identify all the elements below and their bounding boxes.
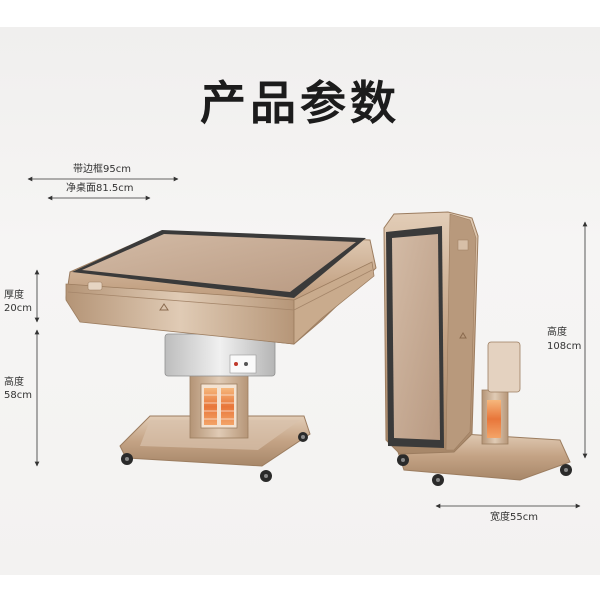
caster-wheel-icon — [397, 454, 572, 486]
thickness-label: 厚度 — [4, 290, 24, 301]
heater-element — [200, 383, 238, 429]
product-panel: 产品参数 — [0, 27, 600, 575]
folded-height-label: 高度 — [547, 327, 567, 338]
table-width-label: 净桌面81.5cm — [66, 183, 134, 194]
page-title: 产品参数 — [200, 76, 400, 130]
frame-width-label: 带边框95cm — [73, 164, 131, 175]
height-label: 高度 — [4, 377, 24, 388]
height-value: 58cm — [4, 390, 32, 401]
folded-width-label: 宽度55cm — [490, 512, 538, 523]
product-illustration — [27, 176, 588, 509]
thickness-value: 20cm — [4, 303, 32, 314]
mahjong-table-open — [65, 230, 377, 482]
folded-height-value: 108cm — [547, 341, 582, 352]
caster-wheel-icon — [121, 432, 308, 482]
mahjong-table-folded — [383, 211, 572, 486]
